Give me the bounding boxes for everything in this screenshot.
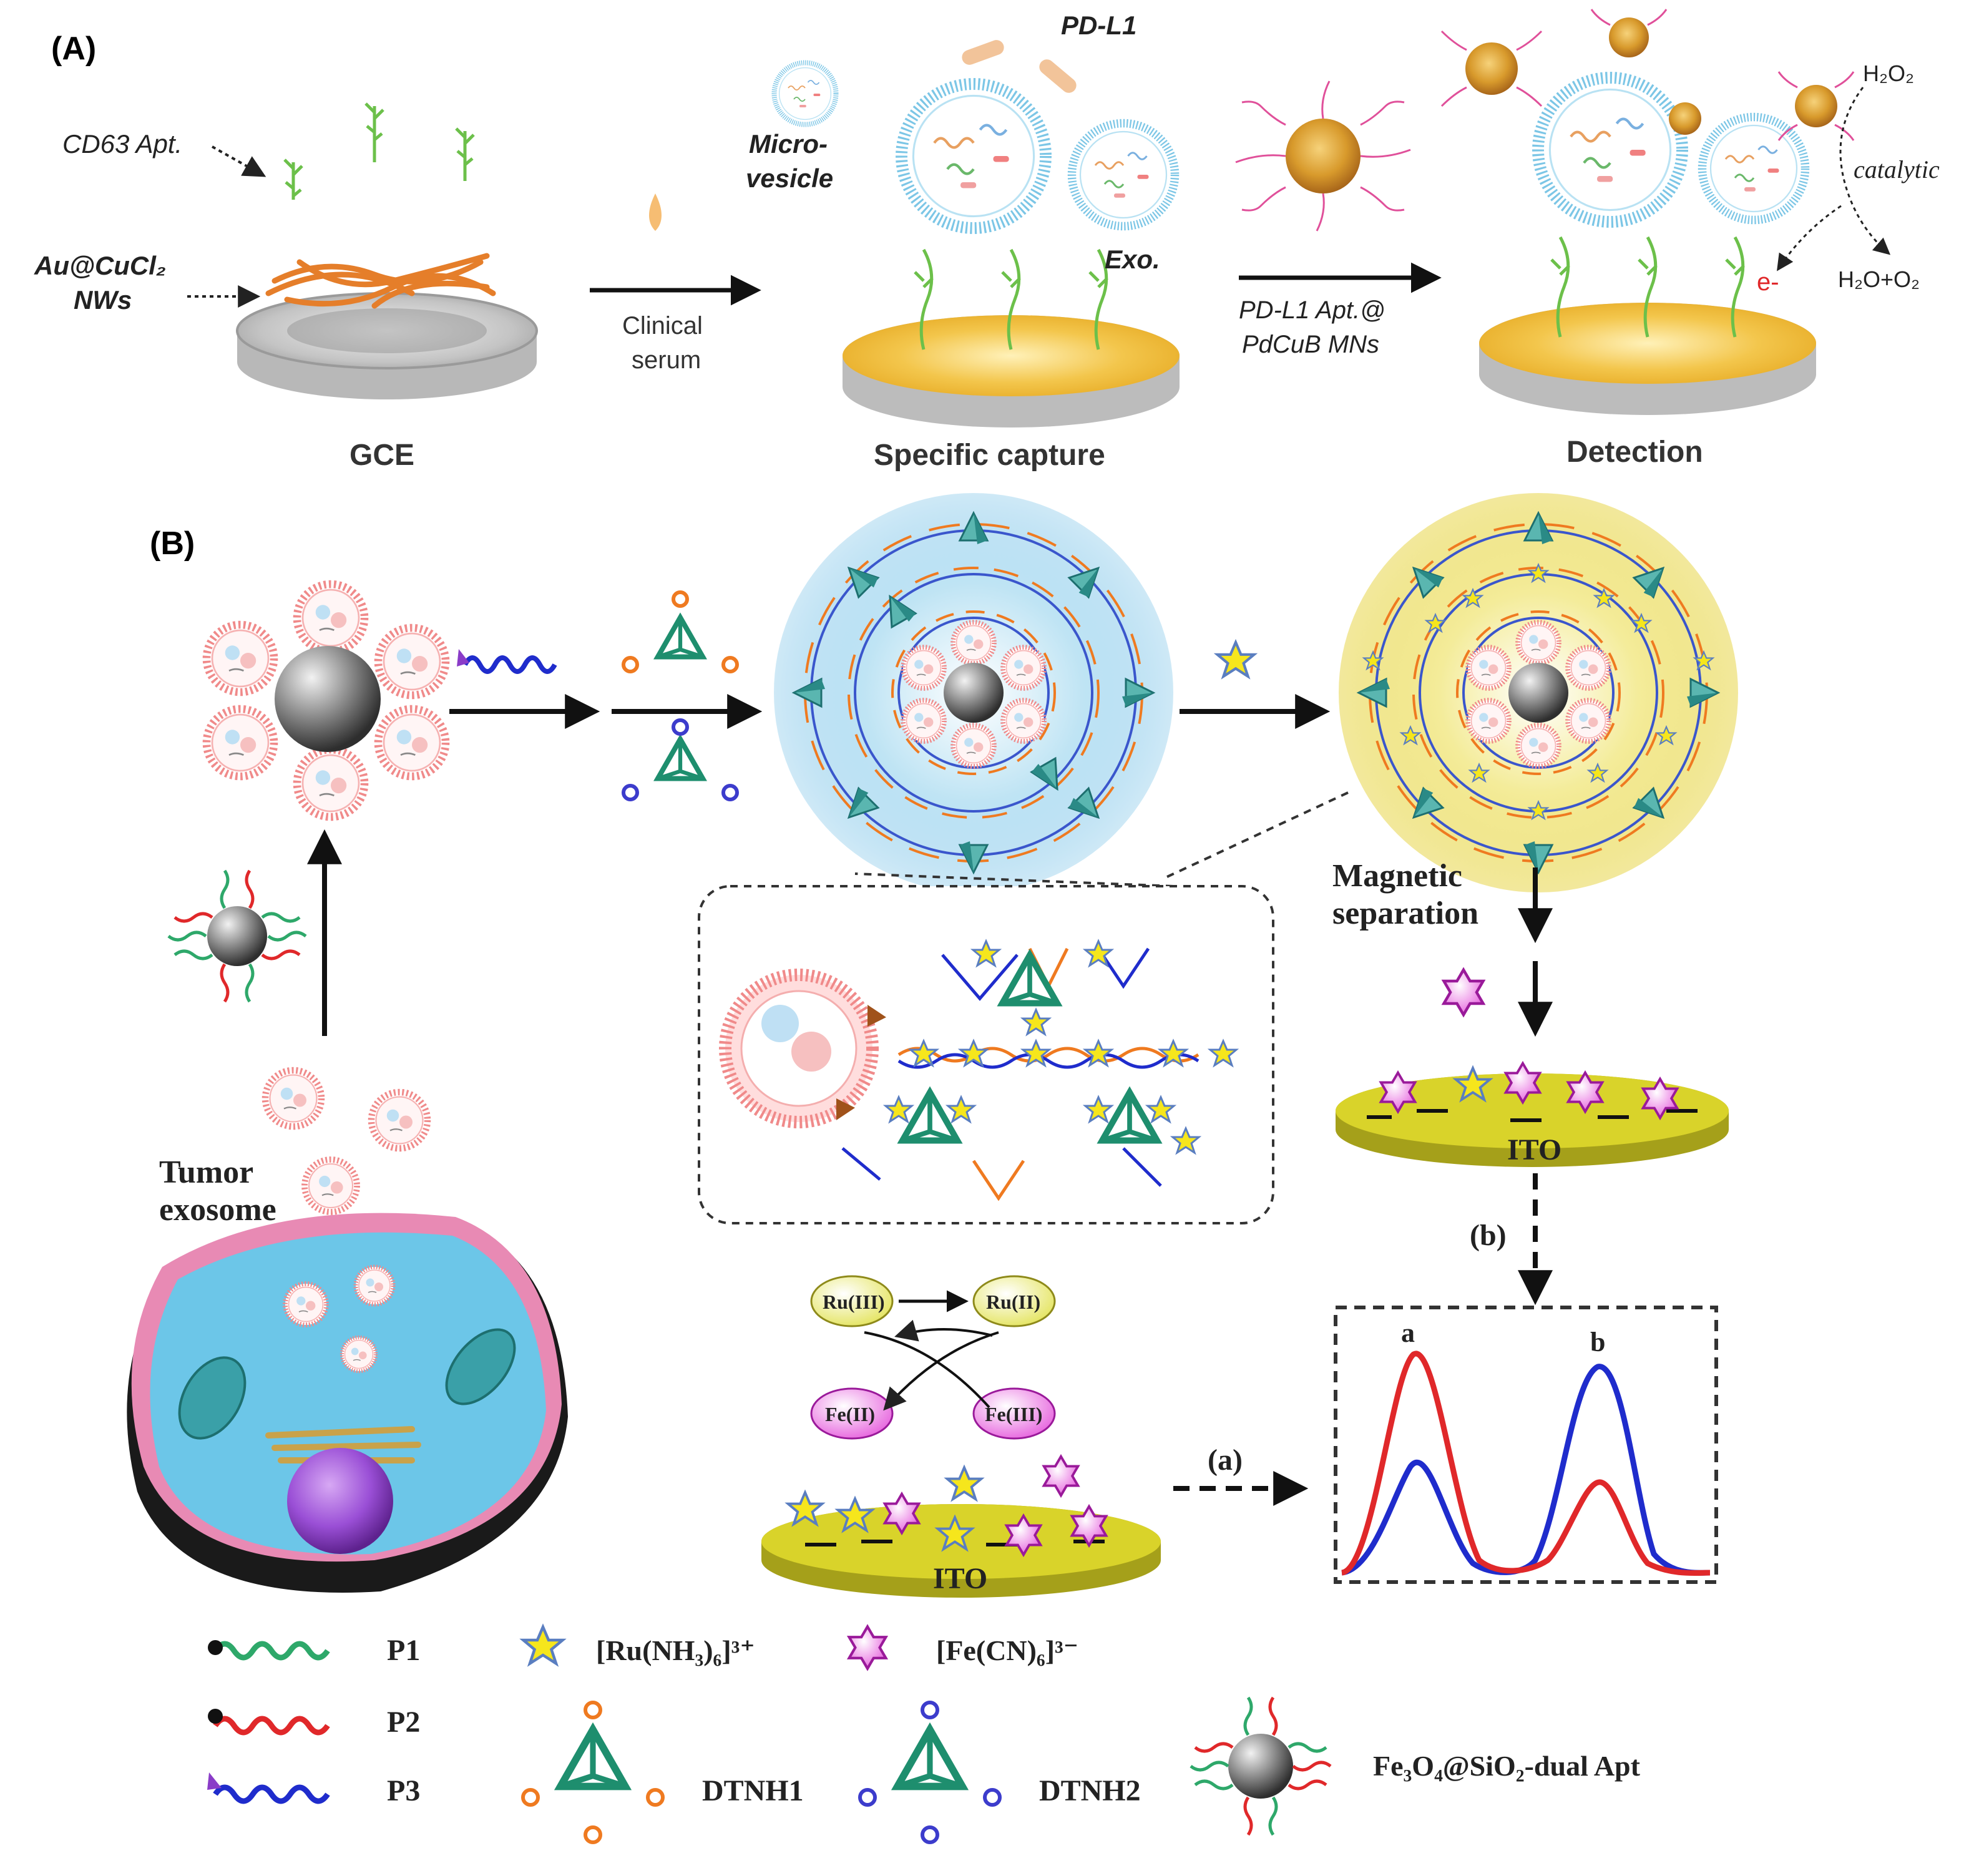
- detection-electrode: [1440, 9, 1855, 415]
- electron-label: e-: [1757, 268, 1779, 296]
- tumor-exosome-label-2: exosome: [159, 1192, 276, 1228]
- pdl1-apt-label-2: PdCuB MNs: [1242, 331, 1379, 358]
- magnetic-separation-label-2: separation: [1332, 896, 1478, 931]
- ito-bottom-label: ITO: [933, 1562, 987, 1595]
- cd63-pointer: [212, 145, 266, 177]
- exo-label: Exo.: [1105, 245, 1160, 274]
- ito-electrode-top: [1336, 1062, 1729, 1167]
- legend: P1 P2 P3 [Ru(NH₃)₆]³⁺ [Fe(CN)₆]³⁻ DTNH1: [207, 1626, 1641, 1844]
- fe2-label: Fe(II): [825, 1403, 875, 1425]
- gce-label: GCE: [349, 439, 414, 472]
- au-cucl2-label-2: NWs: [74, 285, 132, 315]
- h2o2-label: H₂O₂: [1863, 61, 1914, 86]
- pd-l1-label: PD-L1: [1061, 11, 1136, 40]
- zoom-dashed-line-1: [854, 872, 1174, 887]
- arrow-clinical-serum: [590, 193, 761, 306]
- tumor-exosome-label-1: Tumor: [159, 1155, 253, 1190]
- dtnh2-top: [622, 718, 739, 801]
- step-a-label: (a): [1208, 1444, 1243, 1477]
- cd63-apt-label: CD63 Apt.: [62, 129, 182, 159]
- legend-fe3o4-label: Fe₃O₄@SiO₂-dual Apt: [1373, 1750, 1641, 1782]
- zoom-dashed-line-2: [1166, 791, 1349, 878]
- capture-aptamers: [914, 248, 1108, 350]
- blue-curve: [1341, 1364, 1711, 1576]
- electron-arrow: [1777, 205, 1842, 271]
- red-curve: [1341, 1351, 1711, 1576]
- peak-b-label: b: [1590, 1327, 1605, 1357]
- capture-electrode: [774, 40, 1180, 427]
- p3-tag-top: [457, 649, 469, 667]
- legend-dtnh1-symbol: [521, 1701, 665, 1844]
- fe-star-arrow: [1444, 970, 1483, 1015]
- clinical-serum-label-2: serum: [632, 346, 701, 374]
- clinical-serum-label-1: Clinical: [622, 312, 703, 340]
- microvesicle-label-2: vesicle: [746, 164, 833, 193]
- ito-electrode-bottom: [761, 1455, 1161, 1598]
- fe3o4-dual-apt-bead: [167, 869, 307, 1003]
- legend-dtnh2-label: DTNH2: [1039, 1774, 1141, 1807]
- h2o-o2-label: H₂O+O₂: [1838, 266, 1920, 292]
- dtnh1-top: [622, 590, 739, 673]
- ito-top-label: ITO: [1507, 1133, 1561, 1166]
- specific-capture-label: Specific capture: [874, 439, 1105, 472]
- nanowires: [265, 253, 496, 309]
- legend-ru-star: [524, 1627, 563, 1664]
- tumor-exosomes: [265, 1070, 428, 1212]
- catalytic-arrow: [1839, 87, 1891, 255]
- fe3-label: Fe(III): [985, 1403, 1042, 1425]
- zoom-detail: [719, 940, 1238, 1201]
- network-assembly: [774, 493, 1173, 892]
- panel-b-label: (B): [150, 525, 195, 562]
- cd63-aptamers: [283, 102, 475, 200]
- detection-label: Detection: [1566, 436, 1703, 469]
- peak-a-label: a: [1401, 1317, 1415, 1348]
- legend-p1-symbol: [208, 1640, 330, 1661]
- legend-p3-symbol: [207, 1772, 330, 1804]
- legend-p1-label: P1: [387, 1634, 420, 1667]
- arrow-pdl1-apt: [1235, 81, 1442, 293]
- legend-fe-star: [849, 1626, 886, 1668]
- legend-ru-label: [Ru(NH₃)₆]³⁺: [596, 1634, 755, 1666]
- ru3-label: Ru(III): [823, 1291, 885, 1313]
- ru-star-arrow: [1218, 642, 1254, 677]
- panel-a-label: (A): [51, 31, 96, 67]
- redox-cycle: [810, 1275, 1056, 1440]
- p3-strand-top: [462, 655, 557, 674]
- signal-plot: a b: [1334, 1306, 1718, 1584]
- step-b-label: (b): [1470, 1219, 1507, 1252]
- ru2-label: Ru(II): [986, 1291, 1040, 1313]
- gce-electrode: [236, 102, 538, 399]
- tumor-cell: [127, 1213, 569, 1593]
- bead-with-exosomes: [207, 584, 446, 817]
- network-ru-loaded: [1339, 493, 1738, 892]
- legend-dtnh2-symbol: [858, 1701, 1002, 1844]
- catalytic-label: catalytic: [1854, 155, 1940, 183]
- legend-p3-label: P3: [387, 1774, 420, 1807]
- au-cucl2-label-1: Au@CuCl₂: [34, 251, 166, 280]
- legend-fe3o4-symbol: [1190, 1696, 1332, 1836]
- panel-a: (A) CD63 Apt. Au@CuCl₂ NWs GCE: [34, 9, 1940, 472]
- legend-fe-label: [Fe(CN)₆]³⁻: [936, 1634, 1078, 1666]
- magnetic-separation-label-1: Magnetic: [1332, 858, 1462, 894]
- panel-b: (B): [127, 493, 1738, 1598]
- legend-dtnh1-label: DTNH1: [702, 1774, 804, 1807]
- legend-p2-symbol: [208, 1709, 330, 1736]
- legend-p2-label: P2: [387, 1706, 420, 1739]
- microvesicle-label-1: Micro-: [749, 129, 828, 159]
- pdl1-apt-label-1: PD-L1 Apt.@: [1239, 296, 1385, 324]
